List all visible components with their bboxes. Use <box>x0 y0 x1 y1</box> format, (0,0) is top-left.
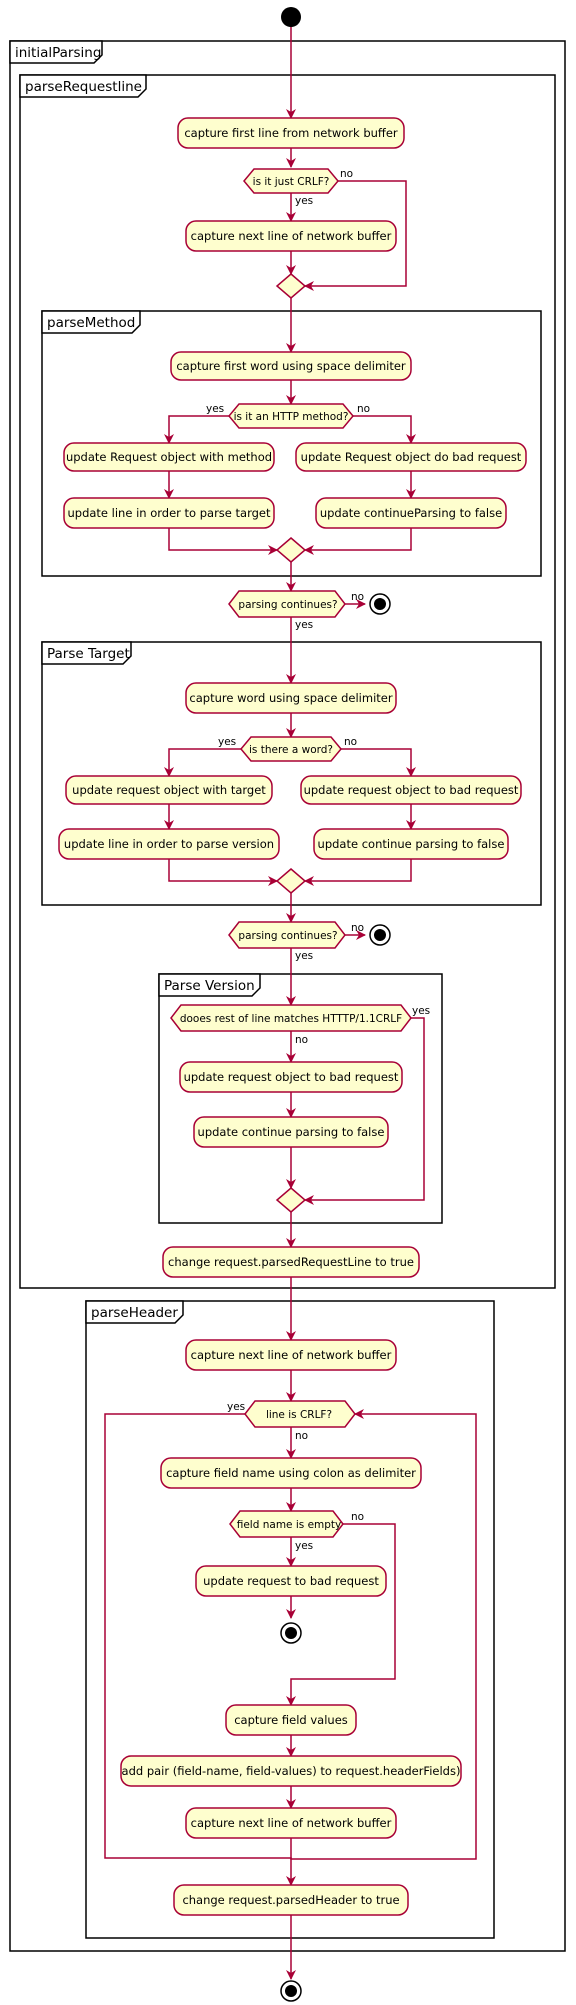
merge-version <box>275 1187 307 1213</box>
merge-crlf <box>275 273 307 299</box>
stop-node-method <box>369 593 391 615</box>
label-yes-field-empty: yes <box>295 1540 313 1552</box>
activity-capture-first-line: capture first line from network buffer <box>177 117 405 149</box>
merge-method <box>275 537 307 563</box>
activity-text: capture next line of network buffer <box>191 1348 392 1362</box>
label-yes-continues-1: yes <box>295 619 313 631</box>
activity-text: capture next line of network buffer <box>191 1816 392 1830</box>
activity-text: update line in order to parse target <box>67 506 270 520</box>
decision-continues-2: parsing continues? <box>228 921 346 949</box>
activity-text: change request.parsedRequestLine to true <box>168 1255 414 1269</box>
activity-text: capture first line from network buffer <box>184 126 398 140</box>
activity-text: capture word using space delimiter <box>189 691 392 705</box>
frame-initial-parsing: initialParsing <box>9 40 566 1952</box>
decision-is-word-text: is there a word? <box>249 744 333 756</box>
label-no-continues-2: no <box>351 922 364 934</box>
label-no-word: no <box>344 736 357 748</box>
frame-title-parse-target: Parse Target <box>47 646 130 662</box>
frame-title-parse-request-line: parseRequestline <box>25 79 142 95</box>
activity-update-line-version: update line in order to parse version <box>58 828 280 860</box>
activity-text: add pair (field-name, field-values) to r… <box>122 1764 461 1778</box>
label-no-crlf: no <box>340 168 353 180</box>
stop-node-header <box>280 1622 302 1644</box>
branch-labels: no yes yes no no yes yes no no yes yes n… <box>206 168 430 1552</box>
decision-http-method-text: is it an HTTP method? <box>234 411 349 423</box>
decision-continues-1: parsing continues? <box>228 590 346 618</box>
label-no-field-empty: no <box>351 1511 364 1523</box>
activity-text: update continue parsing to false <box>318 837 505 851</box>
activity-update-continue-false-2: update continue parsing to false <box>313 828 509 860</box>
activity-update-bad-request-method: update Request object do bad request <box>295 442 527 472</box>
start-node <box>281 7 301 27</box>
connectors <box>104 26 477 1980</box>
end-node <box>280 1980 302 2002</box>
decision-field-empty-text: field name is empty <box>237 1519 342 1531</box>
activity-text: update Request object with method <box>66 450 272 464</box>
decision-line-crlf: line is CRLF? <box>244 1400 356 1428</box>
label-yes-line-crlf: yes <box>227 1401 245 1413</box>
activity-capture-field-values: capture field values <box>225 1704 357 1736</box>
activity-text: update continueParsing to false <box>320 506 502 520</box>
activity-update-target: update request object with target <box>65 775 273 805</box>
activity-text: update line in order to parse version <box>64 837 274 851</box>
activity-text: update request object to bad request <box>184 1070 399 1084</box>
activity-text: change request.parsedHeader to true <box>182 1893 399 1907</box>
label-yes-crlf: yes <box>295 195 313 207</box>
frame-parse-request-line: parseRequestline <box>19 74 556 1289</box>
decision-continues-1-text: parsing continues? <box>238 599 337 611</box>
activity-capture-field-name: capture field name using colon as delimi… <box>160 1457 422 1489</box>
decision-http-method: is it an HTTP method? <box>228 403 354 429</box>
activity-capture-next-line-3: capture next line of network buffer <box>185 1807 397 1839</box>
activity-capture-word: capture word using space delimiter <box>185 682 397 714</box>
activity-update-request-bad: update request to bad request <box>195 1565 387 1597</box>
activity-text: update request object with target <box>72 783 266 797</box>
label-no-continues-1: no <box>351 591 364 603</box>
activity-change-parsed-header: change request.parsedHeader to true <box>173 1884 409 1916</box>
decision-matches-version: dooes rest of line matches HTTTP/1.1CRLF <box>170 1004 412 1032</box>
activity-capture-first-word: capture first word using space delimiter <box>170 351 412 381</box>
activity-capture-next-line-2: capture next line of network buffer <box>185 1339 397 1371</box>
frame-title-parse-version: Parse Version <box>164 978 255 994</box>
frame-title-parse-header: parseHeader <box>91 1305 178 1321</box>
label-yes-method: yes <box>206 403 224 415</box>
decision-field-empty: field name is empty <box>229 1510 344 1538</box>
frame-parse-header: parseHeader <box>85 1300 495 1939</box>
label-no-version: no <box>295 1034 308 1046</box>
activity-update-method: update Request object with method <box>63 442 275 472</box>
label-no-line-crlf: no <box>295 1430 308 1442</box>
activity-update-continue-false-3: update continue parsing to false <box>193 1116 389 1148</box>
frame-parse-version: Parse Version <box>158 973 443 1224</box>
decision-is-word: is there a word? <box>240 736 342 762</box>
label-yes-version: yes <box>412 1005 430 1017</box>
activity-update-continue-false-1: update continueParsing to false <box>315 497 507 529</box>
activity-update-bad-request-version: update request object to bad request <box>179 1061 403 1093</box>
activity-text: update Request object do bad request <box>301 450 522 464</box>
decision-just-crlf: is it just CRLF? <box>243 168 339 194</box>
decision-matches-version-text: dooes rest of line matches HTTTP/1.1CRLF <box>180 1013 402 1025</box>
frame-title-parse-method: parseMethod <box>47 315 135 331</box>
decision-continues-2-text: parsing continues? <box>238 930 337 942</box>
decision-just-crlf-text: is it just CRLF? <box>253 176 330 188</box>
merge-target <box>275 868 307 894</box>
activity-text: update request to bad request <box>203 1574 379 1588</box>
activity-capture-next-line-1: capture next line of network buffer <box>185 220 397 252</box>
activity-text: update request object to bad request <box>304 783 519 797</box>
activity-text: capture first word using space delimiter <box>176 359 406 373</box>
frame-title-initial-parsing: initialParsing <box>15 45 101 61</box>
label-yes-continues-2: yes <box>295 950 313 962</box>
activity-update-line-target: update line in order to parse target <box>63 497 275 529</box>
activity-text: capture field values <box>234 1713 348 1727</box>
activity-text: update continue parsing to false <box>198 1125 385 1139</box>
activity-update-bad-request-target: update request object to bad request <box>300 775 522 805</box>
activity-text: capture next line of network buffer <box>191 229 392 243</box>
label-yes-word: yes <box>218 736 236 748</box>
label-no-method: no <box>357 403 370 415</box>
decision-line-crlf-text: line is CRLF? <box>266 1409 332 1421</box>
activity-text: capture field name using colon as delimi… <box>166 1466 416 1480</box>
activity-change-parsed-request-line: change request.parsedRequestLine to true <box>162 1246 420 1278</box>
activity-add-pair: add pair (field-name, field-values) to r… <box>120 1755 462 1787</box>
stop-node-target <box>369 924 391 946</box>
